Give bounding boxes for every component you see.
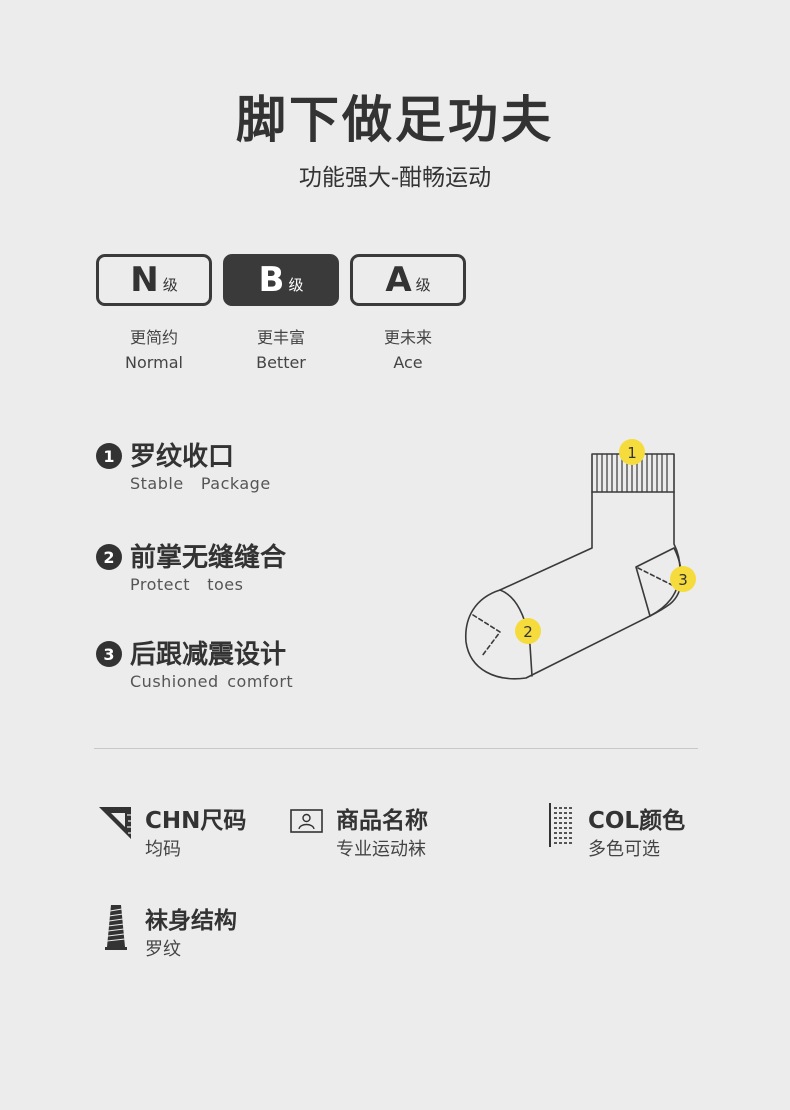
section-divider [94, 748, 698, 749]
grade-zh: 更简约 [129, 328, 178, 347]
feature-title: 后跟减震设计 [130, 640, 287, 670]
grade-b-caption: 更丰富 Better [223, 325, 339, 375]
sock-diagram: 1 2 3 [465, 439, 696, 680]
feature-title: 前掌无缝缝合 [130, 543, 287, 573]
info-label: COL颜色 [588, 808, 686, 834]
grade-a-caption: 更未来 Ace [350, 325, 466, 375]
feature-subtitle: Stable Package [130, 474, 271, 493]
info-label: CHN尺码 [145, 808, 247, 834]
grade-n-option[interactable]: N 级 [96, 254, 212, 306]
sock-marker-3: 3 [670, 566, 696, 592]
sock-marker-2: 2 [515, 618, 541, 644]
grade-letter: N [130, 260, 159, 300]
heel-dashed-seam [637, 567, 673, 586]
grade-letter: A [385, 260, 412, 300]
grade-zh: 更丰富 [256, 328, 305, 347]
grade-letter: B [258, 260, 285, 300]
svg-text:2: 2 [523, 623, 533, 641]
feature-number-badge: 3 [96, 641, 122, 667]
svg-text:1: 1 [627, 444, 637, 462]
sock-outline [465, 491, 681, 680]
grade-en: Ace [393, 353, 423, 372]
info-label: 商品名称 [336, 808, 428, 834]
sock-heel-panel [635, 547, 683, 617]
grade-a-option[interactable]: A 级 [350, 254, 466, 306]
id-card-icon [290, 809, 323, 833]
grade-zh: 更未来 [383, 328, 432, 347]
grade-level-label: 级 [162, 275, 178, 294]
info-value: 罗纹 [145, 939, 181, 960]
info-value: 均码 [145, 839, 181, 860]
info-value: 专业运动袜 [336, 839, 426, 860]
page-subtitle: 功能强大-酣畅运动 [298, 165, 492, 191]
info-label: 袜身结构 [145, 908, 237, 934]
feature-subtitle: Cushioned comfort [130, 672, 294, 691]
grade-b-option[interactable]: B 级 [223, 254, 339, 306]
feature-title: 罗纹收口 [130, 442, 235, 472]
grade-en: Better [256, 353, 306, 372]
feature-subtitle: Protect toes [130, 575, 244, 594]
sock-marker-1: 1 [619, 439, 645, 465]
toe-dashed-seam [472, 614, 501, 657]
grade-en: Normal [125, 353, 183, 372]
grade-n-caption: 更简约 Normal [96, 325, 212, 375]
info-value: 多色可选 [588, 839, 660, 860]
color-swatch-icon [549, 803, 572, 847]
page-title: 脚下做足功夫 [236, 91, 554, 149]
grade-level-label: 级 [415, 275, 431, 294]
feature-number-badge: 2 [96, 544, 122, 570]
svg-text:3: 3 [678, 571, 688, 589]
ruler-icon [99, 807, 131, 839]
grade-level-label: 级 [288, 275, 304, 294]
feature-number-badge: 1 [96, 443, 122, 469]
sock-toe-seam [499, 589, 533, 677]
yarn-spool-icon [105, 905, 127, 950]
